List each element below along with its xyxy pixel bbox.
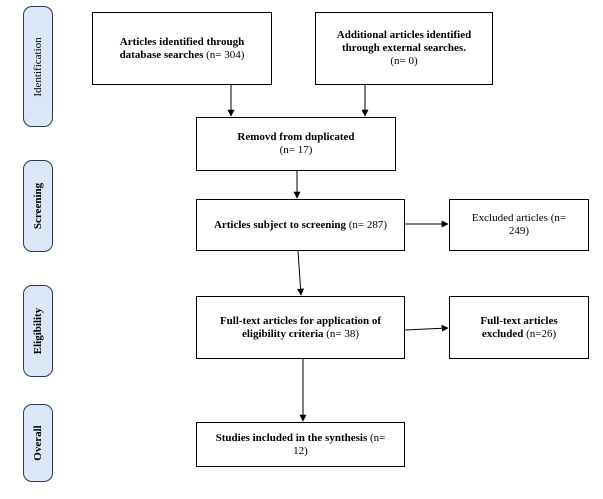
fulltext-excluded-line1: Full-text articles xyxy=(480,314,558,327)
arrow-fulltext-to-fulltext-excluded xyxy=(404,324,449,332)
phase-eligibility: Eligibility xyxy=(23,285,53,377)
excluded-line1: Excluded articles (n= xyxy=(471,212,567,224)
database-line2: database searches (n= 304) xyxy=(119,48,245,61)
arrow-screening-to-fulltext xyxy=(297,250,305,296)
screening-line: Articles subject to screening (n= 287) xyxy=(213,218,388,231)
screening-box: Articles subject to screening (n= 287) xyxy=(196,199,405,251)
fulltext-line1: Full-text articles for application of xyxy=(219,314,382,327)
external-line2: through external searches. xyxy=(342,42,466,54)
synthesis-box: Studies included in the synthesis (n= 12… xyxy=(196,422,405,467)
full-text-excluded-box: Full-text articles excluded (n=26) xyxy=(449,296,589,359)
phase-screening: Screening xyxy=(23,160,53,252)
external-line1: Additional articles identified xyxy=(336,29,472,41)
duplicates-removed-box: Removd from duplicated (n= 17) xyxy=(196,117,396,171)
phase-identification: Identification xyxy=(23,6,53,127)
full-text-box: Full-text articles for application of el… xyxy=(196,296,405,359)
excluded-articles-box: Excluded articles (n= 249) xyxy=(449,199,589,251)
database-search-box: Articles identified through database sea… xyxy=(92,12,272,85)
external-line3: (n= 0) xyxy=(390,55,418,67)
fulltext-excluded-line2: excluded (n=26) xyxy=(481,327,557,340)
fulltext-line2: eligibility criteria (n= 38) xyxy=(241,327,360,340)
synthesis-line2: 12) xyxy=(293,444,308,457)
excluded-line2: 249) xyxy=(508,225,530,237)
duplicates-line2: (n= 17) xyxy=(279,144,313,156)
duplicates-line1: Removd from duplicated xyxy=(237,131,355,143)
database-line1: Articles identified through xyxy=(119,35,245,48)
external-search-box: Additional articles identified through e… xyxy=(315,12,493,85)
phase-overall: Overall xyxy=(23,404,53,482)
synthesis-line1: Studies included in the synthesis (n= xyxy=(215,431,386,444)
